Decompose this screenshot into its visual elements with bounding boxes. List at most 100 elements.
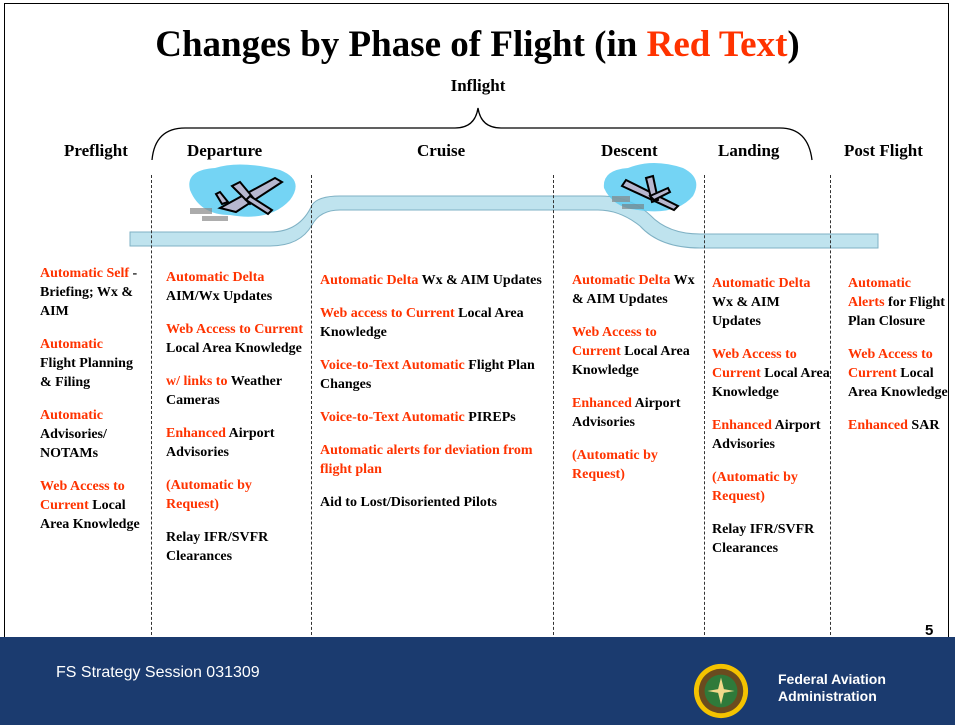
highlight-text: Automatic alerts for deviation from flig… <box>320 443 533 477</box>
cruise-item: Automatic alerts for deviation from flig… <box>320 441 545 479</box>
faa-name: Federal Aviation Administration <box>778 671 928 705</box>
faa-name-line2: Administration <box>778 688 877 704</box>
body-text: Flight Plan Changes <box>320 358 535 392</box>
highlight-text: Web Access to Current <box>848 347 933 381</box>
body-text: Advisories/ NOTAMs <box>40 427 107 461</box>
footer-session: FS Strategy Session 031309 <box>56 664 260 681</box>
body-text: Wx & AIM Updates <box>418 273 542 288</box>
phase-landing: Landing <box>718 141 780 160</box>
slide-frame <box>4 3 949 637</box>
body-text: Local Area Knowledge <box>166 341 302 356</box>
separator-line <box>311 175 312 645</box>
highlight-text: Voice-to-Text Automatic <box>320 410 465 425</box>
body-text: for Flight Plan Closure <box>848 295 945 329</box>
departure-item: Automatic Delta AIM/Wx Updates <box>166 268 306 306</box>
body-text: Airport Advisories <box>712 418 821 452</box>
landing-item: Relay IFR/SVFR Clearances <box>712 520 830 558</box>
body-text: Wx & AIM Updates <box>572 273 695 307</box>
departure-airplane-icon <box>189 164 296 221</box>
highlight-text: Automatic Self <box>40 266 130 281</box>
highlight-text: Enhanced <box>572 396 632 411</box>
separator-line <box>151 175 152 645</box>
highlight-text: Voice-to-Text Automatic <box>320 358 465 373</box>
body-text: Flight Planning & Filing <box>40 356 133 390</box>
departure-item: Web Access to Current Local Area Knowled… <box>166 320 306 358</box>
cruise-item: Aid to Lost/Disoriented Pilots <box>320 493 545 512</box>
separator-line <box>704 175 705 645</box>
highlight-text: Web Access to Current <box>572 325 657 359</box>
highlight-text: w/ links to <box>166 374 228 389</box>
body-text: Relay IFR/SVFR Clearances <box>712 522 815 556</box>
body-text: Local Area Knowledge <box>848 366 948 400</box>
body-text: AIM/Wx Updates <box>166 289 273 304</box>
separator-line <box>830 175 831 645</box>
departure-item: (Automatic by Request) <box>166 476 306 514</box>
title-highlight: Red Text <box>646 24 788 65</box>
highlight-text: Web Access to Current <box>166 322 303 337</box>
highlight-text: Web Access to Current <box>712 347 797 381</box>
landing-item: Automatic Delta Wx & AIM Updates <box>712 274 830 331</box>
highlight-text: (Automatic by Request) <box>166 478 252 512</box>
highlight-text: (Automatic by Request) <box>572 448 658 482</box>
body-text: Airport Advisories <box>166 426 275 460</box>
descent-airplane-icon <box>603 163 697 212</box>
body-text: Local Area Knowledge <box>572 344 690 378</box>
postflight-item: Enhanced SAR <box>848 416 948 435</box>
body-text: SAR <box>907 418 940 433</box>
highlight-text: Automatic Delta <box>166 270 265 285</box>
highlight-text: Enhanced <box>166 426 226 441</box>
phase-descent: Descent <box>601 141 658 160</box>
cruise-item: Voice-to-Text Automatic PIREPs <box>320 408 545 427</box>
highlight-text: Web access to Current <box>320 306 455 321</box>
body-text: Relay IFR/SVFR Clearances <box>166 530 269 564</box>
highlight-text: Automatic Alerts <box>848 276 911 310</box>
highlight-text: Automatic Delta <box>572 273 671 288</box>
page-title: Changes by Phase of Flight (in Red Text) <box>0 23 955 66</box>
descent-item: Web Access to Current Local Area Knowled… <box>572 323 697 380</box>
cruise-item: Automatic Delta Wx & AIM Updates <box>320 271 545 290</box>
inflight-label: Inflight <box>450 76 506 95</box>
highlight-text: Automatic Delta <box>320 273 419 288</box>
separator-line <box>553 175 554 645</box>
descent-item: Automatic Delta Wx & AIM Updates <box>572 271 697 309</box>
departure-item: Enhanced Airport Advisories <box>166 424 306 462</box>
highlight-text: Automatic <box>40 408 103 423</box>
preflight-item: Web Access to Current Local Area Knowled… <box>40 477 140 534</box>
phase-cruise: Cruise <box>417 141 466 160</box>
highlight-text: Web Access to Current <box>40 479 125 513</box>
departure-item: Relay IFR/SVFR Clearances <box>166 528 306 566</box>
phase-departure: Departure <box>187 141 263 160</box>
title-text: Changes by Phase of Flight (in <box>155 24 647 65</box>
departure-item: w/ links to Weather Cameras <box>166 372 306 410</box>
body-text: Local Area Knowledge <box>320 306 524 340</box>
body-text: Airport Advisories <box>572 396 681 430</box>
inflight-brace <box>151 107 813 161</box>
body-text: PIREPs <box>464 410 516 425</box>
page-number: 5 <box>925 622 934 639</box>
body-text: - Briefing; Wx & AIM <box>40 266 138 319</box>
landing-item: Web Access to Current Local Area Knowled… <box>712 345 830 402</box>
body-text: Aid to Lost/Disoriented Pilots <box>320 495 497 510</box>
landing-item: Enhanced Airport Advisories <box>712 416 830 454</box>
column-postflight: Automatic Alerts for Flight Plan Closure… <box>848 274 948 449</box>
preflight-item: Automatic Flight Planning & Filing <box>40 335 140 392</box>
postflight-item: Automatic Alerts for Flight Plan Closure <box>848 274 948 331</box>
phase-postflight: Post Flight <box>844 141 923 160</box>
body-text: Weather Cameras <box>166 374 282 408</box>
body-text: Local Area Knowledge <box>712 366 830 400</box>
footer-bar <box>0 637 955 725</box>
preflight-item: Automatic Advisories/ NOTAMs <box>40 406 140 463</box>
highlight-text: Enhanced <box>848 418 908 433</box>
body-text: Wx & AIM Updates <box>712 295 780 329</box>
highlight-text: Enhanced <box>712 418 772 433</box>
faa-name-line1: Federal Aviation <box>778 671 886 687</box>
phase-preflight: Preflight <box>64 141 128 160</box>
preflight-item: Automatic Self - Briefing; Wx & AIM <box>40 264 140 321</box>
flight-path <box>129 195 879 249</box>
